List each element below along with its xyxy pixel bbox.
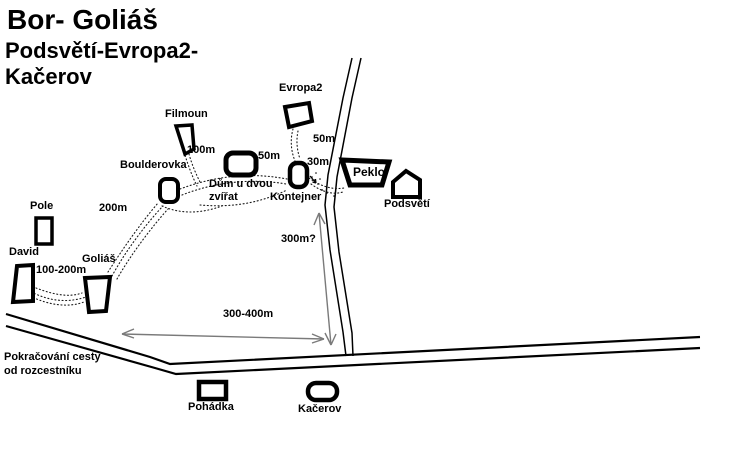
pole-boulder — [34, 216, 54, 246]
label-podsveti: Podsvětí — [384, 198, 430, 210]
david-boulder — [10, 262, 35, 305]
distance-arrow-vertical — [313, 212, 337, 346]
trail-segment — [35, 287, 83, 296]
label-evropa2: Evropa2 — [279, 82, 323, 94]
distance-50m-evropa2: 50m — [313, 133, 336, 145]
trail-segment — [310, 183, 344, 194]
trail-segment — [107, 202, 159, 273]
podsveti-boulder — [391, 168, 422, 199]
kacerov-boulder — [305, 380, 340, 403]
golias-boulder — [82, 274, 113, 315]
label-pole: Pole — [30, 200, 54, 212]
road-horizontal-bottom-edge — [5, 324, 701, 376]
filmoun-boulder — [173, 123, 196, 157]
distance-100-200m: 100-200m — [36, 264, 87, 276]
label-david: David — [9, 246, 39, 258]
trail-dot — [317, 183, 319, 185]
trail-segment — [29, 295, 85, 306]
arrow-head-top — [313, 212, 326, 226]
note-path-continuation-line1: Pokračování cesty — [4, 351, 101, 363]
arrow-head-left — [121, 328, 135, 339]
trail-dot — [326, 192, 328, 194]
trail-segment — [181, 180, 287, 196]
small-direction-arrow — [309, 175, 317, 184]
distance-50m-dum: 50m — [258, 150, 281, 162]
evropa2-boulder — [282, 100, 315, 130]
distance-100m: 100m — [187, 144, 216, 156]
distance-arrow-horizontal — [121, 328, 325, 344]
road-horizontal-top-edge — [5, 312, 701, 366]
distance-30m: 30m — [307, 156, 330, 168]
trail-dot — [319, 178, 321, 180]
arrow-shaft — [121, 333, 325, 340]
peklo-boulder — [338, 157, 393, 188]
note-path-continuation-line2: od rozcestníku — [4, 365, 82, 377]
label-dum-u-dvou-zvirat-line1: Dům u dvou — [209, 178, 273, 190]
distance-300m: 300m? — [281, 233, 316, 245]
label-kacerov: Kačerov — [298, 403, 342, 415]
trail-segment — [308, 177, 345, 190]
trail-segment — [116, 208, 169, 280]
trail-dot — [315, 172, 317, 174]
distance-300-400m: 300-400m — [223, 308, 274, 320]
small-arrow-head — [312, 178, 317, 184]
trail-segment — [199, 189, 288, 207]
label-peklo: Peklo — [353, 165, 386, 179]
label-boulderovka: Boulderovka — [120, 159, 187, 171]
distance-200m: 200m — [99, 202, 128, 214]
trail-segment — [111, 205, 164, 277]
road-vertical — [324, 57, 362, 357]
trail-dot — [333, 195, 335, 197]
trail-segment — [188, 153, 201, 183]
trail-golias-to-boulderovka-dots — [107, 202, 169, 280]
kontejner-boulder — [287, 160, 310, 190]
small-arrow-shaft — [309, 175, 317, 184]
pohadka-boulder — [196, 379, 229, 402]
trail-segment — [290, 128, 296, 162]
label-golias: Goliáš — [82, 253, 116, 265]
trail-evropa2-to-kontejner-dots — [290, 128, 301, 162]
trail-david-to-golias-dots — [27, 287, 87, 306]
label-kontejner: Kontejner — [270, 191, 322, 203]
boulderovka-boulder — [158, 177, 180, 204]
label-filmoun: Filmoun — [165, 108, 208, 120]
trail-segment — [296, 130, 301, 160]
trail-dot — [321, 189, 323, 191]
label-dum-u-dvou-zvirat-line2: zvířat — [209, 191, 238, 203]
road-vertical-left-edge — [324, 57, 353, 357]
map-subtitle-line1: Podsvětí-Evropa2- — [5, 38, 199, 63]
arrow-head-bottom — [324, 332, 337, 346]
road-vertical-right-edge — [333, 57, 362, 357]
arrow-shaft — [318, 212, 332, 346]
label-pohadka: Pohádka — [188, 401, 234, 413]
dum-u-dvou-zvirat-boulder — [223, 150, 259, 178]
map-subtitle-line2: Kačerov — [5, 64, 92, 89]
arrow-head-right — [311, 333, 325, 344]
road-horizontal — [5, 312, 701, 376]
map-title: Bor- Goliáš — [7, 4, 158, 35]
trail-segment — [161, 205, 223, 213]
